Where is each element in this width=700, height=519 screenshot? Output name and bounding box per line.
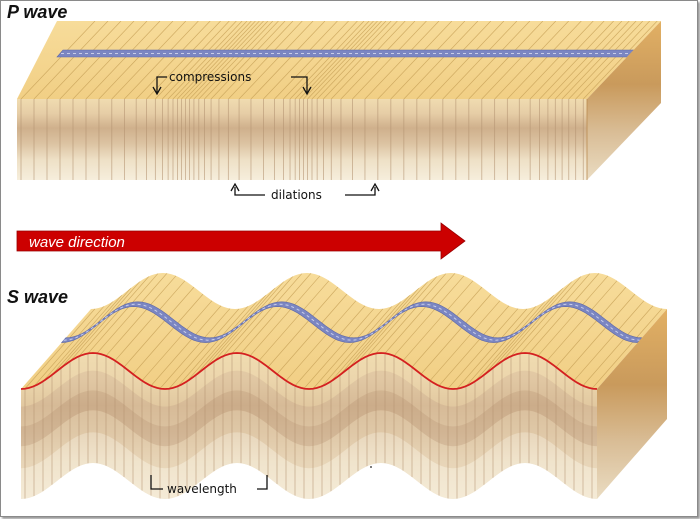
compressions-bracket: compressions: [152, 70, 312, 96]
s-wave-right-side: [597, 309, 667, 499]
s-wave-red-line: [20, 352, 598, 390]
s-wave-top-lines: [24, 273, 663, 389]
p-wave-block: [17, 21, 661, 180]
s-wave-block: [20, 273, 667, 499]
wavelength-bracket: wavelength: [150, 475, 268, 496]
p-wave-right-side: [587, 21, 661, 180]
speck: [370, 466, 372, 468]
wavelength-label: wavelength: [167, 482, 237, 496]
p-wave-top-surface: [17, 21, 661, 99]
s-wave-top-surface: [21, 273, 667, 389]
wave-direction-arrow[interactable]: wave direction: [16, 222, 466, 260]
s-wave-front-lines: [21, 353, 597, 499]
dilations-bracket: dilations: [230, 182, 380, 202]
compressions-label: compressions: [169, 70, 251, 84]
p-wave-title: P wave: [7, 2, 67, 22]
dilations-label: dilations: [271, 188, 322, 202]
p-wave-front-lines: [20, 99, 584, 180]
p-wave-front-face: [17, 99, 587, 180]
p-wave-top-lines: [20, 21, 658, 99]
wave-direction-label: wave direction: [29, 234, 125, 251]
s-wave-blue-band: [60, 301, 643, 343]
s-wave-title: S wave: [7, 287, 68, 307]
